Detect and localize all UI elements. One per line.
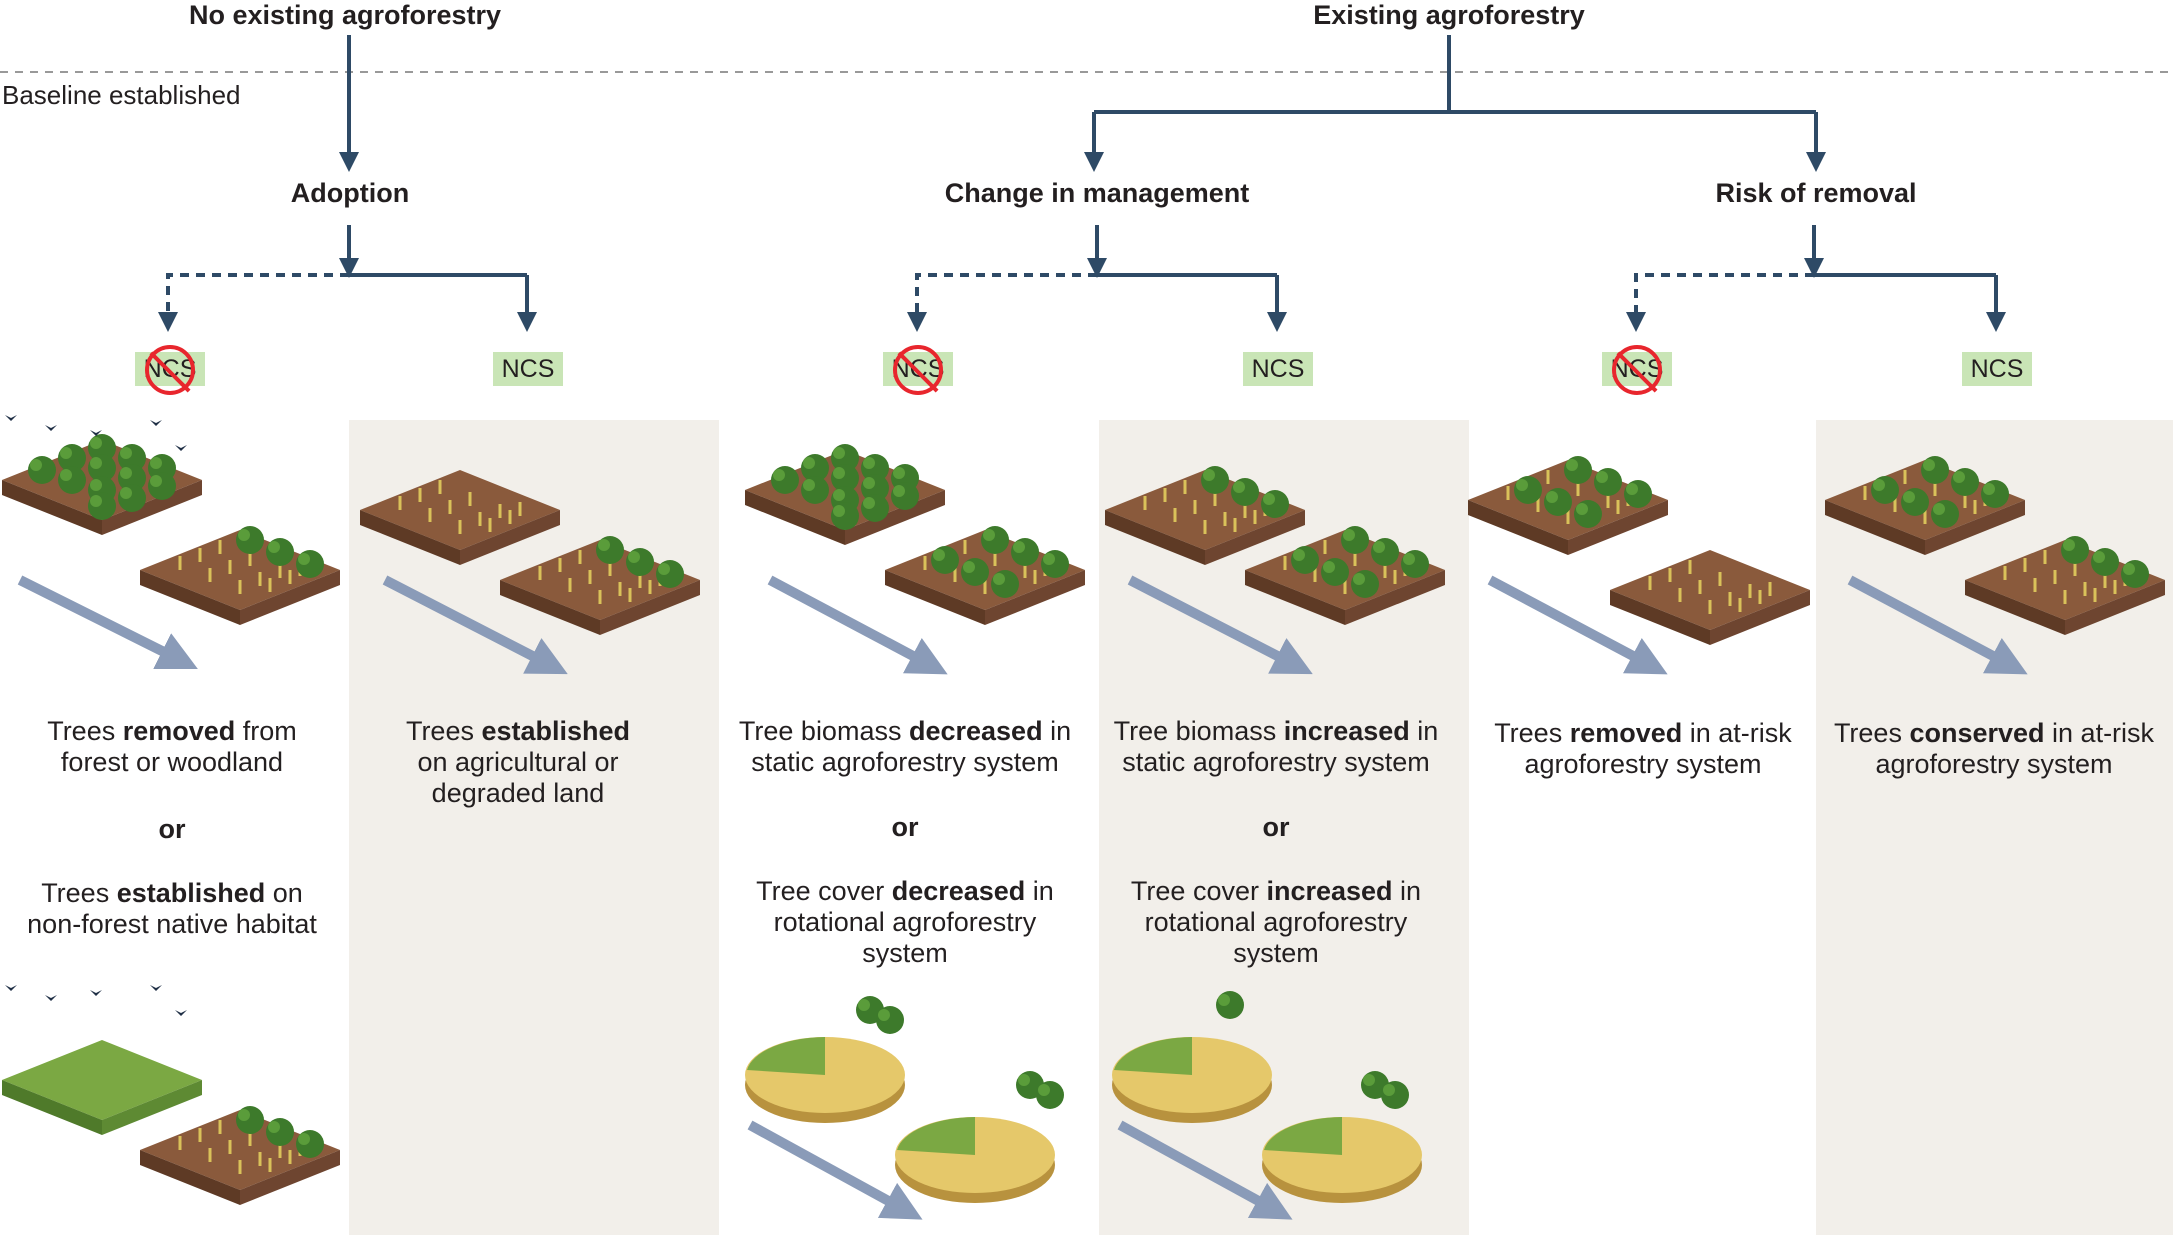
prohibited-icon [893,345,943,395]
panel1-description-b: Trees established on non-forest native h… [27,878,317,939]
panel4-or: or [1262,812,1290,842]
panel1-or: or [158,814,186,844]
panel4-description-a: Tree biomass increased in static agrofor… [1113,716,1439,777]
ncs-badge: NCS [1243,352,1313,386]
ncs-badge: NCS [493,352,563,386]
panel2-description: Trees established on agricultural or deg… [405,716,631,808]
category-adoption: Adoption [290,178,410,208]
prohibited-icon [145,345,195,395]
ncs-badge: NCS [1962,352,2032,386]
panel3-description-a: Tree biomass decreased in static agrofor… [738,716,1072,777]
header-no-existing-agroforestry: No existing agroforestry [188,0,502,30]
panel3-description-b: Tree cover decreased in rotational agrof… [756,876,1054,968]
category-risk-of-removal: Risk of removal [1715,178,1917,208]
header-existing-agroforestry: Existing agroforestry [1313,0,1585,30]
category-change-in-management: Change in management [944,178,1250,208]
panel4-description-b: Tree cover increased in rotational agrof… [1130,876,1422,968]
panel5-description: Trees removed in at-risk agroforestry sy… [1494,718,1792,779]
panel-background-adoption-ncs [349,420,719,1235]
baseline-label: Baseline established [2,80,241,110]
prohibited-icon [1612,345,1662,395]
panel6-description: Trees conserved in at-risk agroforestry … [1833,718,2155,779]
panel1-description-a: Trees removed from forest or woodland [47,716,297,777]
panel3-or: or [891,812,919,842]
